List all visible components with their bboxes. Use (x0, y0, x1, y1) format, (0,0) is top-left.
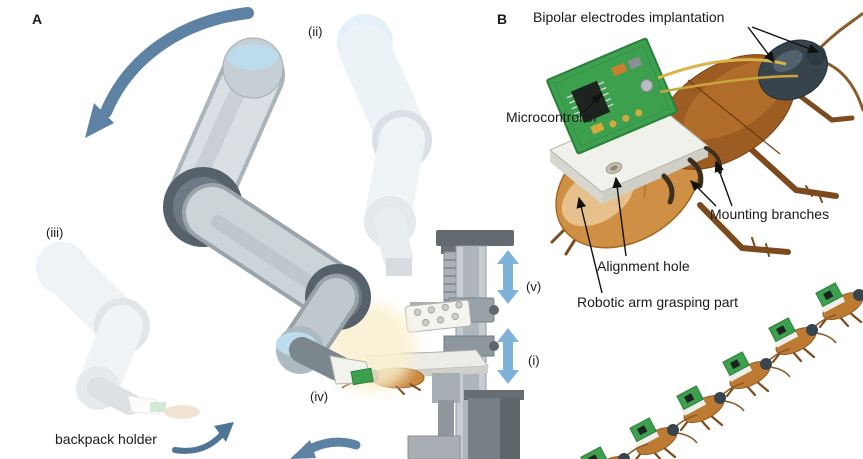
robot-arm-ghost-pose-iii (36, 242, 200, 419)
step-label-v: (v) (526, 279, 541, 294)
lift-stand (365, 230, 524, 459)
mini-cyborg-roach (721, 347, 792, 398)
mini-cyborg-roach (675, 381, 746, 432)
panel-a-label: A (32, 11, 42, 27)
backpack-holder-arrow (172, 422, 234, 454)
annotation-arrows (576, 26, 820, 294)
bipolar-electrodes-label: Bipolar electrodes implantation (533, 9, 724, 25)
arrow-mounting-2 (714, 160, 733, 207)
panel-b-label: B (497, 11, 507, 27)
main-robot-arm (163, 37, 374, 386)
arrow-electrode-2 (751, 26, 820, 54)
arrow-electrode-1 (747, 26, 775, 64)
arrow-mounting-1 (690, 180, 717, 207)
arrow-grasping-part (576, 196, 603, 294)
arrow-microcontroller (583, 92, 602, 113)
mini-cyborg-roach (767, 313, 838, 364)
electrode-wires (657, 58, 799, 94)
step-label-ii: (ii) (308, 24, 322, 39)
step-label-i: (i) (528, 353, 540, 368)
step-label-iii: (iii) (46, 225, 63, 240)
microcontroller-label: Microcontroller (506, 109, 598, 125)
arrow-alignment-hole (612, 176, 627, 257)
grasping-part-label: Robotic arm grasping part (577, 294, 738, 310)
antenna-upper (818, 12, 863, 50)
vertical-motion-arrow-v (497, 250, 519, 304)
backpack-holder-plate (549, 103, 709, 204)
mounting-branches-label: Mounting branches (710, 206, 829, 222)
grasping-part-plate-a (404, 299, 472, 333)
cyborg-cockroach (546, 12, 863, 257)
backpack-holder-label: backpack holder (55, 431, 157, 447)
microcontroller-pcb (546, 37, 678, 155)
alignment-hole-label: Alignment hole (597, 258, 690, 274)
vertical-motion-arrow-i (497, 328, 519, 384)
antenna-lower (822, 60, 863, 112)
backpack-pcb-in-gripper (350, 367, 374, 386)
robot-arm-ghost-pose-ii (337, 14, 432, 276)
cycle-arrow-partial (290, 437, 361, 459)
step-label-iv: (iv) (310, 389, 328, 404)
rotation-arrow (85, 7, 254, 138)
ic-chip (571, 80, 611, 123)
